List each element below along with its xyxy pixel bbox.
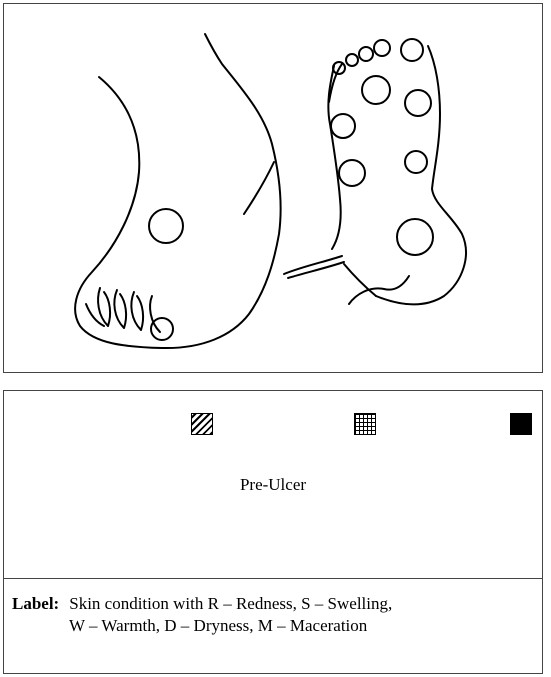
label-key: Label: xyxy=(12,594,59,613)
toe-pad-2 xyxy=(374,40,390,56)
legend-panel: Pre-Ulcer Label: Skin condition with R – … xyxy=(3,390,543,674)
foot-diagram-panel xyxy=(3,3,543,373)
toe-2 xyxy=(114,290,126,328)
plantar-pressure-point-1 xyxy=(362,76,390,104)
plantar-pressure-point-4 xyxy=(339,160,365,186)
side-foot-outline xyxy=(75,34,280,348)
plantar-pressure-point-2 xyxy=(405,90,431,116)
label-line-2: W – Warmth, D – Dryness, M – Maceration xyxy=(12,615,392,637)
plantar-view-foot xyxy=(284,39,466,304)
heel-pressure-point xyxy=(397,219,433,255)
leg-lines xyxy=(284,256,344,278)
heel-curve xyxy=(344,264,376,296)
side-view-foot xyxy=(75,34,280,348)
toe-3 xyxy=(131,292,143,330)
label-text-1: Skin condition with R – Redness, S – Swe… xyxy=(69,594,392,613)
plantar-pressure-point-5 xyxy=(405,151,427,173)
toe-pad-4 xyxy=(346,54,358,66)
label-line-1: Label: Skin condition with R – Redness, S… xyxy=(12,593,392,615)
toe-pad-3 xyxy=(359,47,373,61)
foot-diagram xyxy=(4,4,542,372)
side-pressure-point xyxy=(149,209,183,243)
legend-divider xyxy=(4,578,542,579)
ankle-crease xyxy=(244,162,274,214)
big-toe-pad xyxy=(401,39,423,61)
pre-ulcer-label: Pre-Ulcer xyxy=(4,475,542,495)
label-block: Label: Skin condition with R – Redness, S… xyxy=(12,593,392,637)
grid-pattern-swatch xyxy=(354,413,376,435)
solid-pattern-swatch xyxy=(510,413,532,435)
toe-1 xyxy=(98,288,110,326)
hatched-pattern-swatch xyxy=(191,413,213,435)
plantar-pressure-point-3 xyxy=(331,114,355,138)
big-toe-pressure-point xyxy=(151,318,173,340)
